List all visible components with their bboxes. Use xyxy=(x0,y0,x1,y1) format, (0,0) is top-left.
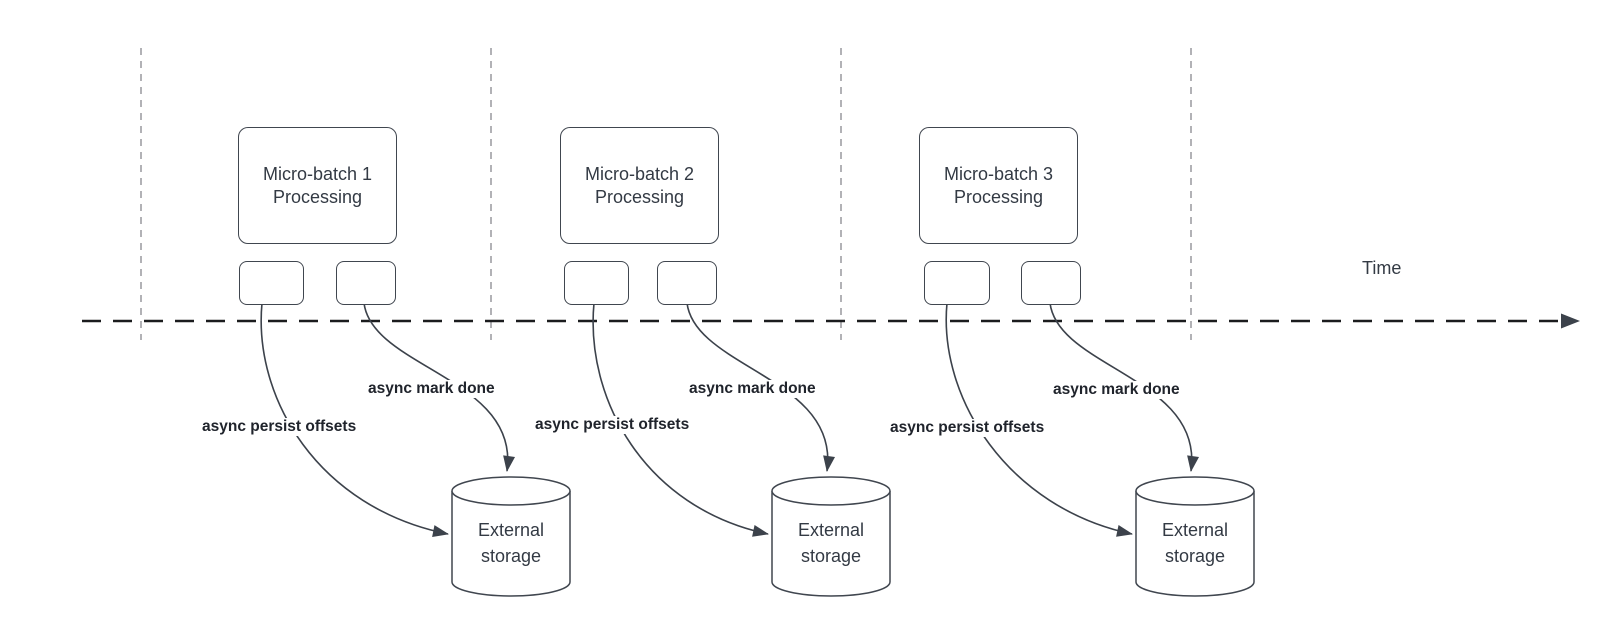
persist-offsets-label: async persist offsets xyxy=(888,419,1047,437)
external-storage-cylinder xyxy=(451,476,571,597)
external-storage-cylinder xyxy=(771,476,891,597)
micro-batch-processing-box: Micro-batch 3 Processing xyxy=(919,127,1078,244)
persist-offsets-label: async persist offsets xyxy=(200,418,359,436)
mark-done-arrow xyxy=(363,302,515,472)
persist-offsets-arrow xyxy=(592,302,769,537)
async-persist-task-box xyxy=(924,261,990,305)
async-done-task-box xyxy=(657,261,717,305)
mark-done-label: async mark done xyxy=(687,380,818,398)
storage-label: External storage xyxy=(1161,520,1229,566)
persist-offsets-arrow xyxy=(260,302,449,537)
time-axis-arrowhead-icon xyxy=(1561,313,1580,329)
storage-label: External storage xyxy=(797,520,865,566)
async-done-task-box xyxy=(1021,261,1081,305)
storage-label: External storage xyxy=(477,520,545,566)
persist-offsets-arrow xyxy=(945,302,1133,537)
processing-label: Micro-batch 3 Processing xyxy=(943,163,1054,207)
micro-batch-processing-box: Micro-batch 1 Processing xyxy=(238,127,397,244)
time-label: Time xyxy=(1362,258,1402,278)
async-persist-task-box xyxy=(564,261,629,305)
async-done-task-box xyxy=(336,261,396,305)
mark-done-label: async mark done xyxy=(366,380,497,398)
micro-batch-processing-box: Micro-batch 2 Processing xyxy=(560,127,719,244)
async-persist-task-box xyxy=(239,261,304,305)
processing-label: Micro-batch 1 Processing xyxy=(262,163,373,207)
external-storage-cylinder xyxy=(1135,476,1255,597)
processing-label: Micro-batch 2 Processing xyxy=(584,163,695,207)
mark-done-arrow xyxy=(1049,302,1199,472)
mark-done-label: async mark done xyxy=(1051,381,1182,399)
mark-done-arrow xyxy=(686,302,835,472)
persist-offsets-label: async persist offsets xyxy=(533,416,692,434)
